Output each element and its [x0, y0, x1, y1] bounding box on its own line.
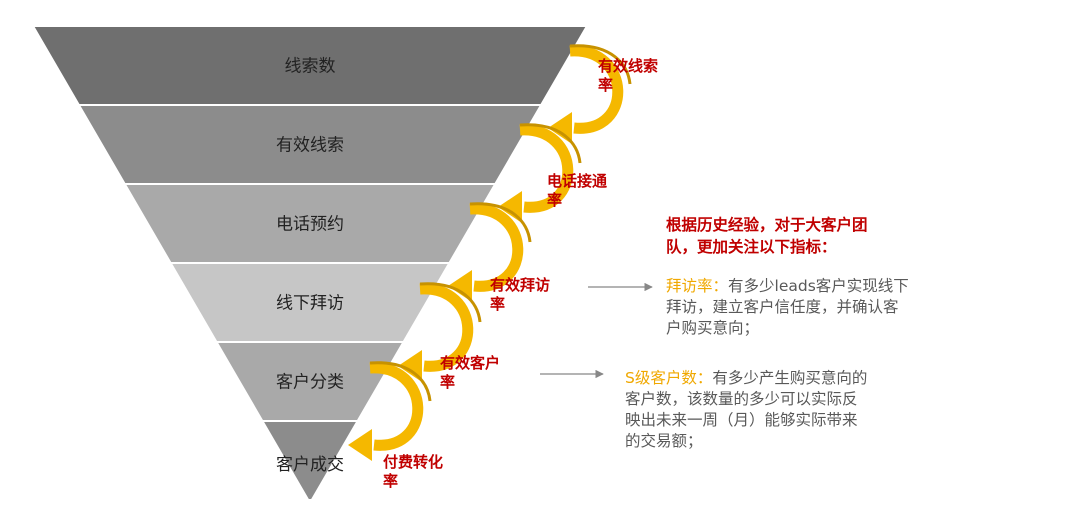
rate-label-valid-visit-rate-line-1: 有效拜访	[490, 276, 550, 294]
rate-label-valid-lead-rate-line-2: 率	[598, 76, 613, 94]
s-level-text-1: 有多少产生购买意向的	[712, 369, 868, 387]
visit-rate-text-2: 拜访，建立客户信任度，并确认客	[666, 298, 899, 316]
funnel-stage-label-phone-appointment: 电话预约	[276, 215, 344, 235]
visit-rate-key: 拜访率：	[666, 277, 729, 295]
rate-label-paid-conversion-rate-line-1: 付费转化	[383, 453, 443, 471]
rate-label-paid-conversion-rate-line-2: 率	[383, 472, 398, 490]
funnel-stage-label-customer-classification: 客户分类	[276, 373, 344, 393]
conversion-arrow-paid-conversion-rate	[348, 361, 432, 461]
rate-label-valid-customer-rate-line-2: 率	[440, 373, 455, 391]
funnel-stage-label-leads: 线索数	[285, 57, 336, 77]
s-level-key: S级客户数：	[625, 369, 713, 387]
rate-label-valid-visit-rate-line-2: 率	[490, 295, 505, 313]
s-level-text-3: 映出未来一周（月）能够实际带来	[625, 411, 858, 429]
rate-label-valid-customer-rate-line-1: 有效客户	[440, 354, 500, 372]
funnel-stage-label-valid-leads: 有效线索	[276, 136, 344, 156]
s-level-text-2: 客户数，该数量的多少可以实际反	[625, 390, 858, 408]
rate-label-valid-lead-rate-line-1: 有效线索	[598, 57, 658, 75]
s-level-text-4: 的交易额；	[625, 432, 703, 450]
visit-rate-note: 拜访率：有多少leads客户实现线下 拜访，建立客户信任度，并确认客 户购买意向…	[666, 276, 966, 339]
visit-rate-text-3: 户购买意向；	[666, 319, 760, 337]
rate-label-call-connect-rate-line-2: 率	[547, 191, 562, 209]
s-level-customer-note: S级客户数：有多少产生购买意向的 客户数，该数量的多少可以实际反 映出未来一周（…	[625, 368, 925, 452]
heading-line-2: 队，更加关注以下指标：	[666, 238, 837, 256]
funnel-stage-label-customer-deal: 客户成交	[276, 455, 344, 475]
funnel-stage-label-offline-visit: 线下拜访	[276, 294, 344, 314]
funnel-stage-customer-deal	[260, 420, 360, 501]
heading-line-1: 根据历史经验，对于大客户团	[666, 216, 868, 234]
rate-label-call-connect-rate-line-1: 电话接通	[547, 172, 607, 190]
key-metrics-heading: 根据历史经验，对于大客户团 队，更加关注以下指标：	[666, 214, 926, 258]
visit-rate-text-1: 有多少leads客户实现线下	[728, 277, 909, 295]
